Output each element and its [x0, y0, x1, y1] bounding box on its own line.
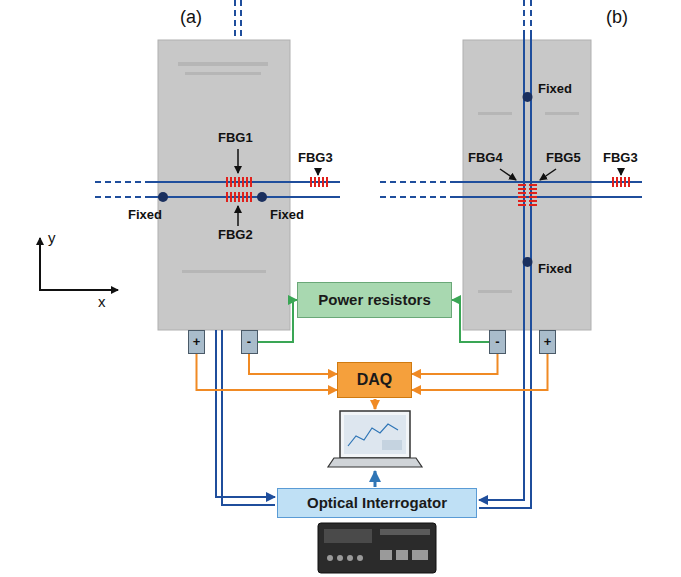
- optical-fiber: [235, 0, 241, 40]
- battery-terminal: +: [539, 330, 556, 354]
- wire-connector: [197, 354, 338, 390]
- fbg-grating: [226, 192, 252, 202]
- cell-print: [178, 62, 268, 66]
- wire-connector: [412, 354, 498, 374]
- sensor-label: FBG4: [468, 151, 503, 165]
- laptop-base: [328, 458, 422, 467]
- panel-label: (a): [180, 8, 202, 28]
- fbg-grating: [518, 184, 537, 206]
- battery-terminal: -: [241, 330, 258, 354]
- node-text: -: [495, 335, 499, 349]
- wire-connector: [412, 354, 548, 390]
- node-text: +: [193, 335, 201, 349]
- optical-fiber: [479, 30, 531, 508]
- battery-cell: [158, 40, 290, 330]
- sensor-label: FBG5: [546, 151, 581, 165]
- fbg-grating: [612, 177, 630, 187]
- cell-print: [478, 290, 512, 293]
- laptop: [340, 411, 410, 458]
- interrogator-photo: [318, 523, 436, 573]
- fbg-grating: [226, 177, 252, 187]
- cell-print: [182, 270, 266, 273]
- fixed-point: [523, 92, 533, 102]
- interrogator-ports: [327, 550, 428, 561]
- cell-print: [185, 72, 261, 75]
- node-text: -: [247, 335, 251, 349]
- cell-print: [478, 112, 512, 115]
- optical-fiber: [479, 30, 524, 500]
- axis-arrow: [39, 289, 118, 291]
- fixed-point: [257, 192, 267, 202]
- node-text: Optical Interrogator: [307, 495, 447, 512]
- interrogator-panel: [324, 529, 372, 543]
- fixed-point: [158, 192, 168, 202]
- sensor-label: FBG2: [218, 228, 253, 242]
- interrogator-box: Optical Interrogator: [277, 488, 477, 518]
- laptop-screen: [344, 415, 406, 454]
- power-resistors-box: Power resistors: [297, 282, 452, 318]
- wire-connector: [249, 354, 337, 374]
- axis-arrow: [39, 238, 41, 290]
- data-arrow: [374, 399, 377, 409]
- interrogator-panel: [380, 529, 430, 535]
- sensor-label: FBG3: [298, 151, 333, 165]
- axis-label: x: [98, 294, 106, 311]
- cell-print: [545, 112, 579, 115]
- daq-box: DAQ: [337, 362, 412, 398]
- battery-cell: [463, 40, 591, 330]
- wire-connector: [452, 300, 489, 342]
- node-text: +: [544, 335, 552, 349]
- fixed-label: Fixed: [538, 82, 572, 96]
- fixed-point: [523, 257, 533, 267]
- optical-fiber: [524, 0, 531, 30]
- laptop-screen-panel: [382, 440, 402, 450]
- axis-label: y: [48, 230, 56, 247]
- sensor-label: FBG1: [218, 131, 253, 145]
- battery-terminal: -: [489, 330, 506, 354]
- fbg-grating: [310, 177, 328, 187]
- optical-fiber: [216, 330, 275, 497]
- fixed-label: Fixed: [270, 208, 304, 222]
- optical-fiber: [95, 182, 150, 197]
- leader-arrow: [238, 149, 621, 226]
- fixed-label: Fixed: [128, 208, 162, 222]
- fixed-label: Fixed: [538, 262, 572, 276]
- node-text: DAQ: [357, 371, 393, 389]
- panel-label: (b): [606, 8, 628, 28]
- node-text: Power resistors: [318, 292, 431, 309]
- data-arrow: [374, 471, 377, 487]
- optical-fiber: [380, 182, 455, 197]
- sensor-label: FBG3: [603, 151, 638, 165]
- wire-connector: [258, 300, 298, 342]
- battery-terminal: +: [188, 330, 205, 354]
